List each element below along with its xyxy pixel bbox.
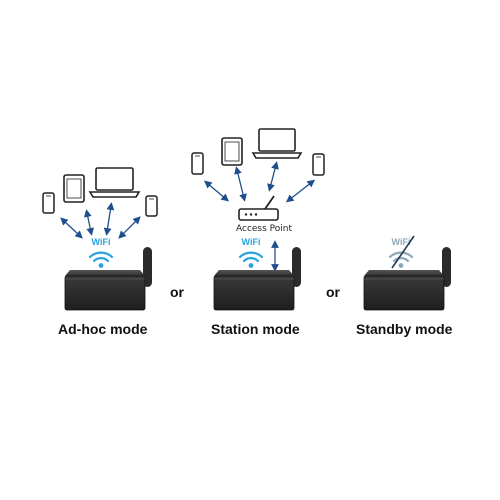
smartphone-icon (42, 192, 55, 214)
device-box (213, 247, 301, 311)
mode-label-station: Station mode (211, 321, 300, 337)
adhoc-clients (42, 167, 158, 239)
separator-or: or (170, 284, 184, 300)
wifi-label: WiFi (92, 237, 111, 247)
laptop-icon (88, 167, 141, 198)
strike-icon (391, 235, 415, 269)
laptop-icon (251, 128, 303, 159)
tablet-icon (221, 137, 243, 166)
smartphone-icon (312, 153, 325, 176)
wifi-icon: WiFi (88, 237, 114, 268)
separator-or: or (326, 284, 340, 300)
wifi-label: WiFi (242, 237, 261, 247)
station-clients (191, 128, 325, 272)
device-box (64, 247, 152, 311)
device-box (363, 247, 451, 311)
station-arrows (204, 161, 316, 272)
smartphone-icon (145, 195, 158, 217)
adhoc-arrows (60, 202, 141, 239)
wifi-label: WiFi (392, 237, 411, 247)
wifi-icon: WiFi (238, 237, 264, 268)
access-point-label: Access Point (236, 224, 293, 234)
router-icon (238, 195, 279, 221)
tablet-icon (63, 174, 85, 203)
mode-label-adhoc: Ad-hoc mode (58, 321, 148, 337)
mode-label-standby: Standby mode (356, 321, 453, 337)
smartphone-icon (191, 152, 204, 175)
wifi-disabled-icon: WiFi (388, 235, 415, 269)
